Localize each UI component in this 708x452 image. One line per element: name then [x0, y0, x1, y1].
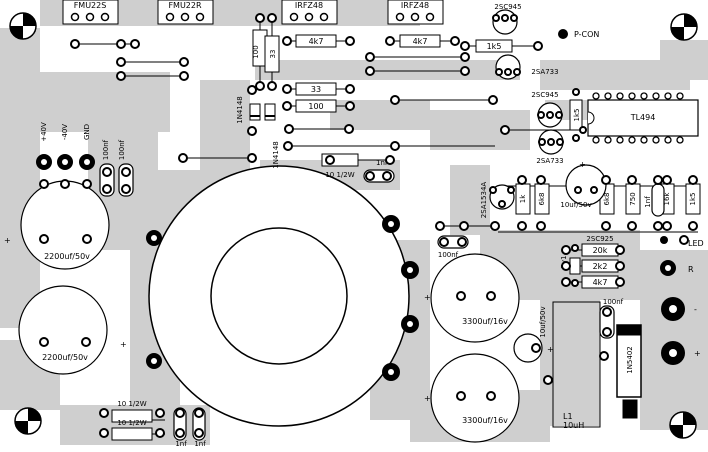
terminal-gnd-label: GND [83, 124, 91, 140]
inductor-value: 10uH [563, 421, 584, 430]
terminal-p40v-label: +40V [40, 122, 48, 142]
d-1n5402-label: 1N5402 [626, 346, 634, 374]
r-750-label: 750 [629, 192, 637, 205]
r-16k-label: 16k [663, 192, 671, 206]
mounting-hole-icon [9, 12, 37, 40]
r-10-1-2w-label: 10 1/2W [325, 171, 354, 179]
terminal-m40v-label: -40V [61, 124, 69, 140]
c-100nf-b-label: 100nf [118, 139, 126, 160]
c-1nf-b-label: 1nf [175, 440, 187, 448]
polarity-plus-3: + [424, 293, 431, 302]
r-10-1-2w-b-label: 10 1/2W [117, 400, 146, 408]
r-20k-label: 20k [593, 246, 608, 255]
terminal-minus-label: - [694, 305, 697, 314]
c-1nf-a-label: 1nf [376, 159, 388, 167]
terminal-pcon-label: P-CON [574, 30, 599, 39]
terminal-plus-label: + [694, 349, 701, 358]
r-33a-label: 33 [269, 50, 277, 59]
r-100b-label: 100 [308, 102, 323, 111]
inductor-l1: L1 10uH [552, 301, 601, 430]
c-3300uf-b-label: 3300uf/16v [462, 416, 508, 425]
fmu-irf-packages: FMU22S FMU22R IRFZ48 IRFZ48 [62, 0, 444, 25]
pads [39, 13, 698, 438]
q-2sa1534a-label: 2SA1534A [480, 182, 488, 219]
fmu22s-label: FMU22S [74, 1, 107, 10]
c-100nf-a-label: 100nf [102, 139, 110, 160]
c-100nf-c-label: 100nf [438, 251, 459, 259]
resistor-bodies [111, 29, 701, 441]
r-1k5-label: 1k5 [487, 42, 502, 51]
polarity-plus-5: + [579, 160, 586, 169]
r-6k8b-label: 6k8 [603, 193, 611, 206]
c-10uf-50v-b-label: 10uf/50v [539, 306, 547, 337]
q-2sc945-a-label: 2SC945 [494, 3, 521, 11]
r-1k-label: 1k [519, 194, 527, 203]
tl494-label: TL494 [630, 113, 656, 122]
fmu22r-label: FMU22R [168, 1, 202, 10]
irfz48-label-1: IRFZ48 [295, 1, 323, 10]
electrolytic-caps [18, 164, 607, 443]
c-1nf-c-label: 1nf [194, 440, 206, 448]
r-10-1-2w-c-label: 10 1/2W [117, 419, 146, 427]
polarity-plus-1: + [4, 236, 11, 245]
c-2200uf-b-label: 2200uf/50v [42, 353, 88, 362]
inductor-label: L1 [563, 412, 573, 421]
r-33b-label: 33 [311, 85, 321, 94]
polarity-plus-2: + [120, 340, 127, 349]
mounting-holes [9, 12, 698, 439]
polarity-plus-4: + [424, 394, 431, 403]
q-2sc925-label: 2SC925 [586, 235, 613, 243]
terminal-r-label: R [688, 265, 694, 274]
c-2200uf-a-label: 2200uf/50v [44, 252, 90, 261]
q-2sa733-a-label: 2SA733 [531, 68, 558, 76]
diodes [249, 103, 642, 419]
r-100a-label: 100 [252, 45, 260, 58]
d-1n4148-b-label: 1N4148 [272, 141, 280, 169]
r-2k2-label: 2k2 [593, 262, 608, 271]
transformer [148, 165, 410, 427]
q-2sa733-b-label: 2SA733 [536, 157, 563, 165]
r-4k7c-label: 4k7 [593, 278, 608, 287]
r-6k8a-label: 6k8 [538, 193, 546, 206]
c-3300uf-a-label: 3300uf/16v [462, 317, 508, 326]
terminal-led-label: LED [688, 239, 704, 248]
mounting-hole-icon [14, 407, 42, 435]
polarity-plus-6: + [547, 345, 554, 354]
r-1k5v-label: 1k5 [573, 109, 581, 122]
r-1k5b-label: 1k5 [689, 193, 697, 206]
d-1n4148-a-label: 1N4148 [236, 96, 244, 124]
c-100nf-d-label: 100nf [603, 298, 624, 306]
tl494-ic: TL494 [587, 92, 699, 144]
irfz48-label-2: IRFZ48 [401, 1, 429, 10]
q-2sc945-b-label: 2SC945 [531, 91, 558, 99]
mounting-hole-icon [670, 13, 698, 41]
pad-holes [41, 159, 677, 375]
r-4k7b-label: 4k7 [413, 37, 428, 46]
mounting-hole-icon [669, 411, 697, 439]
c-10uf-50v-label: 10uf/50v [560, 201, 591, 209]
c-1nf-v-label: 1nf [644, 196, 652, 208]
r-4k7a-label: 4k7 [309, 37, 324, 46]
